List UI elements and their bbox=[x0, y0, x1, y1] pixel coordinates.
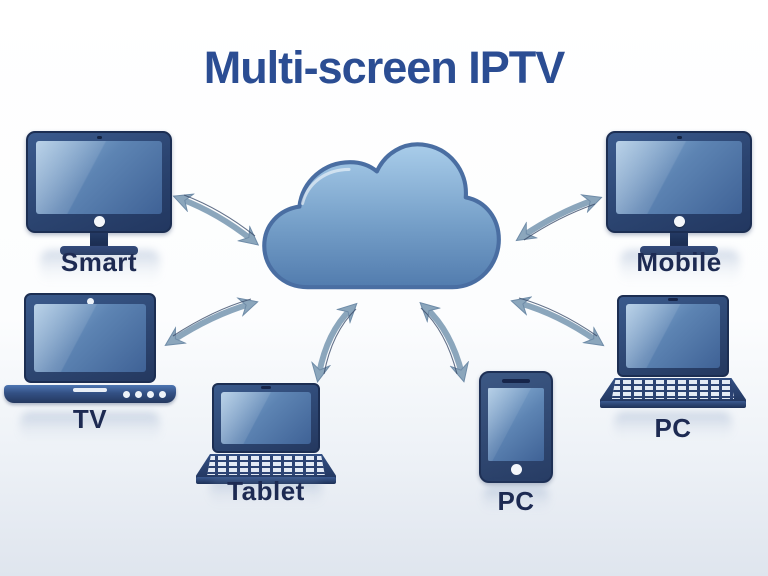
connection-arrow-mobile-cloud bbox=[523, 200, 594, 236]
phone-icon bbox=[479, 371, 553, 483]
device-label-tablet: Tablet bbox=[227, 476, 305, 506]
connection-arrow-tv-cloud bbox=[172, 304, 250, 341]
device-smart-tv bbox=[26, 131, 172, 255]
power-button-icon bbox=[94, 216, 105, 227]
connection-arrow-phone-cloud bbox=[426, 308, 462, 374]
camera-dot-icon bbox=[97, 136, 102, 139]
connection-arrow-accent-line bbox=[323, 308, 357, 375]
connection-arrow-accent-line bbox=[420, 307, 458, 375]
power-button-icon bbox=[674, 216, 685, 227]
keyboard-keys bbox=[611, 380, 735, 399]
keyboard-keys bbox=[207, 456, 325, 475]
laptop-front-edge bbox=[600, 401, 746, 408]
device-label-smart: Smart bbox=[60, 247, 138, 277]
trackpad-icon bbox=[73, 388, 107, 392]
monitor-screen bbox=[36, 141, 162, 214]
reflection bbox=[614, 412, 732, 440]
laptop-icon bbox=[212, 383, 320, 453]
laptop-front-edge bbox=[196, 477, 336, 484]
port-dots-icon bbox=[123, 391, 166, 398]
monitor-stand-base bbox=[640, 246, 718, 255]
device-label-phone: PC bbox=[497, 486, 535, 516]
monitor-stand-neck bbox=[670, 233, 688, 246]
laptop-screen bbox=[34, 304, 146, 372]
cloud-icon bbox=[262, 142, 501, 290]
device-tablet bbox=[196, 383, 336, 484]
monitor-icon bbox=[26, 131, 172, 233]
laptop-keyboard bbox=[196, 454, 336, 484]
reflection bbox=[20, 412, 160, 442]
monitor-stand-base bbox=[60, 246, 138, 255]
laptop-base bbox=[4, 385, 176, 403]
reflection bbox=[483, 486, 549, 512]
connection-arrow-accent-line bbox=[183, 194, 256, 237]
laptop-screen bbox=[626, 304, 720, 368]
laptop-keyboard bbox=[600, 378, 746, 408]
device-phone bbox=[479, 371, 553, 483]
monitor-stand-neck bbox=[90, 233, 108, 246]
reflection bbox=[620, 250, 740, 284]
device-tv bbox=[4, 293, 176, 403]
laptop-screen bbox=[221, 392, 311, 444]
camera-dot-icon bbox=[677, 136, 682, 139]
monitor-icon bbox=[606, 131, 752, 233]
diagram-title: Multi-screen IPTV bbox=[203, 42, 566, 93]
phone-screen bbox=[488, 388, 544, 461]
device-mobile bbox=[606, 131, 752, 255]
camera-dot-icon bbox=[87, 298, 94, 305]
monitor-screen bbox=[616, 141, 742, 214]
device-label-mobile: Mobile bbox=[636, 247, 722, 277]
connection-arrow-accent-line bbox=[172, 298, 252, 337]
connection-arrow-tablet-cloud bbox=[319, 309, 351, 374]
device-label-pc: PC bbox=[654, 413, 692, 443]
connection-arrow-accent-line bbox=[518, 297, 598, 337]
connection-arrow-accent-line bbox=[523, 203, 596, 241]
connection-arrow-smart-cloud bbox=[181, 199, 252, 240]
logo-mark-icon bbox=[668, 298, 678, 301]
home-button-icon bbox=[511, 464, 522, 475]
reflection bbox=[210, 478, 322, 506]
laptop-icon bbox=[617, 295, 729, 377]
speaker-slot-icon bbox=[502, 379, 530, 383]
logo-mark-icon bbox=[261, 386, 271, 389]
reflection bbox=[40, 250, 160, 284]
device-label-tv: TV bbox=[72, 404, 108, 434]
connection-arrow-pc-cloud bbox=[519, 303, 597, 341]
laptop-icon bbox=[24, 293, 156, 383]
device-pc bbox=[600, 295, 746, 408]
